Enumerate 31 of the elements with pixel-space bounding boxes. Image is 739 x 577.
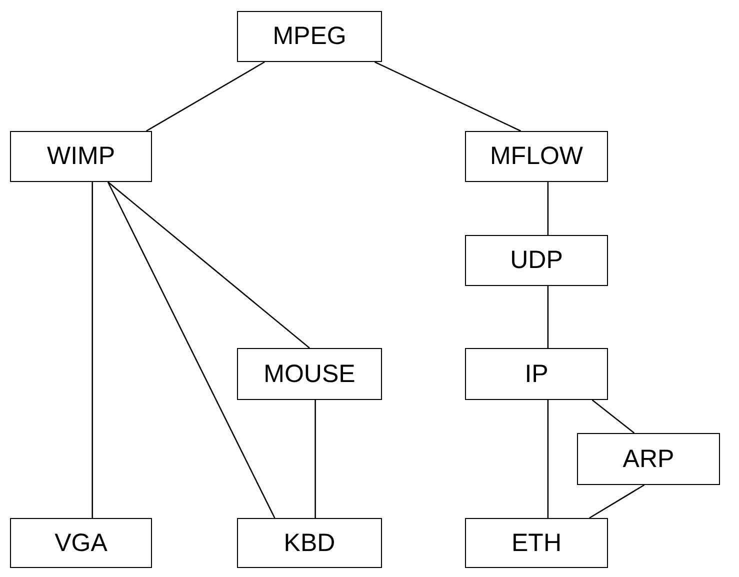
module-label: KBD bbox=[284, 528, 336, 558]
module-box bbox=[10, 131, 152, 182]
module-box bbox=[465, 348, 608, 400]
connector-line bbox=[92, 182, 93, 518]
module-box bbox=[10, 518, 152, 568]
module-box bbox=[237, 348, 382, 400]
connector-line bbox=[108, 182, 310, 348]
connector-line bbox=[107, 182, 276, 518]
module-box bbox=[465, 235, 608, 286]
module-box bbox=[465, 518, 608, 568]
connector-line bbox=[547, 286, 549, 348]
module-label: MOUSE bbox=[264, 360, 356, 388]
module-label: WIMP bbox=[46, 142, 116, 171]
module-label: MPEG bbox=[272, 22, 346, 51]
module-box bbox=[237, 11, 382, 62]
connector-line bbox=[547, 182, 549, 235]
connector-line bbox=[589, 484, 645, 519]
module-label: VGA bbox=[54, 528, 108, 558]
module-box bbox=[237, 518, 382, 568]
connector-line bbox=[547, 400, 549, 518]
module-label: ETH bbox=[512, 528, 562, 558]
connector-line bbox=[592, 399, 635, 434]
module-box bbox=[577, 433, 720, 485]
module-label: MFLOW bbox=[490, 142, 584, 171]
module-label: ARP bbox=[622, 444, 674, 474]
connector-line bbox=[374, 61, 522, 132]
module-label: UDP bbox=[510, 246, 563, 275]
connector-line bbox=[314, 400, 316, 518]
module-box bbox=[465, 131, 608, 182]
connector-line bbox=[146, 61, 265, 132]
module-label: IP bbox=[524, 360, 548, 388]
